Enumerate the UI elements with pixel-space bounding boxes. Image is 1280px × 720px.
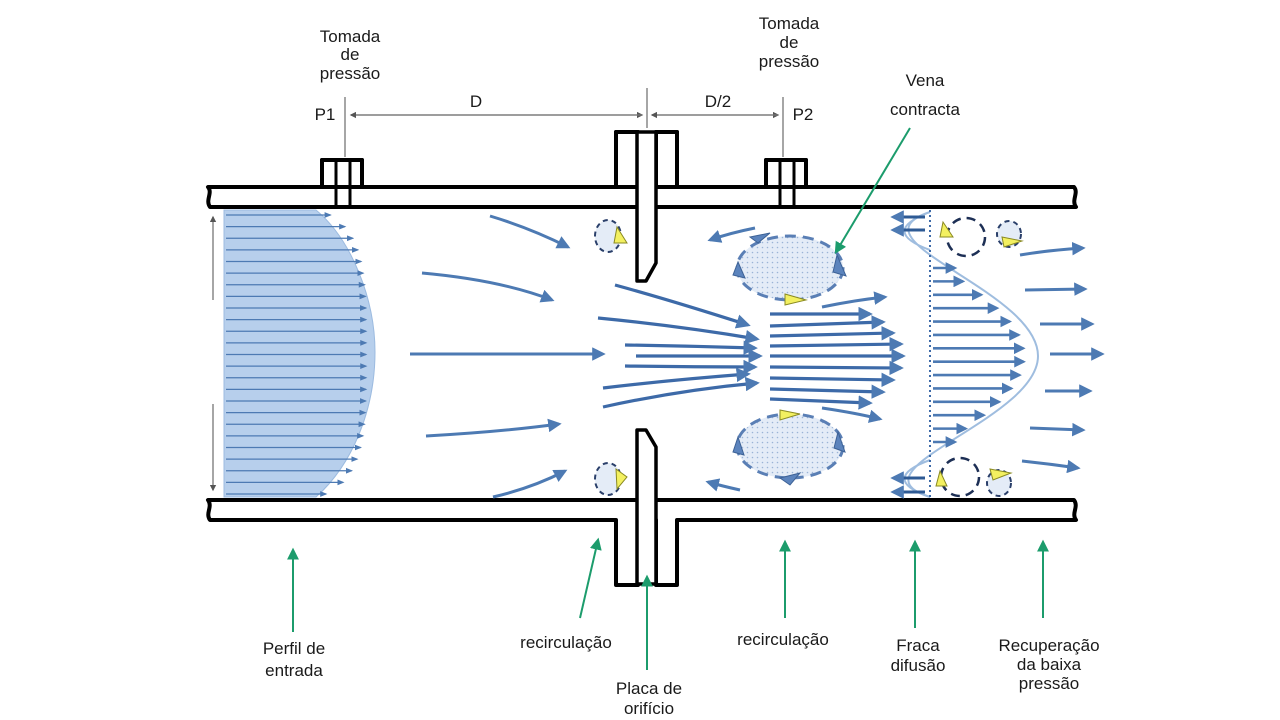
vena-contracta-streamlines xyxy=(769,291,906,423)
svg-text:pressão: pressão xyxy=(1019,674,1079,693)
recirculation-eddies-left xyxy=(594,219,628,496)
downstream-eddies xyxy=(935,216,1024,498)
label-dim-d: D xyxy=(470,92,482,111)
svg-text:difusão: difusão xyxy=(891,656,946,675)
label-tap-right: Tomada de pressão xyxy=(759,14,820,71)
converging-streamlines xyxy=(597,283,763,409)
dimension-d2 xyxy=(650,97,784,157)
svg-text:Tomada: Tomada xyxy=(759,14,820,33)
svg-text:orifício: orifício xyxy=(624,699,674,718)
pipe-upper-wall xyxy=(206,130,1078,209)
label-recirc-right: recirculação xyxy=(737,630,829,649)
label-inlet-profile: Perfil de entrada xyxy=(263,639,325,680)
svg-text:entrada: entrada xyxy=(265,661,323,680)
svg-text:contracta: contracta xyxy=(890,100,960,119)
dimension-d xyxy=(344,88,648,157)
label-dim-d2: D/2 xyxy=(705,92,731,111)
orifice-plate xyxy=(635,130,658,586)
svg-text:de: de xyxy=(341,45,360,64)
svg-text:pressão: pressão xyxy=(320,64,380,83)
weak-diffusion-profile xyxy=(890,210,1040,499)
recovery-streamlines xyxy=(1019,241,1105,474)
svg-text:de: de xyxy=(780,33,799,52)
label-p1: P1 xyxy=(315,105,336,124)
label-tap-left: Tomada de pressão xyxy=(320,27,381,83)
svg-text:Placa de: Placa de xyxy=(616,679,682,698)
recirculation-eddies-right xyxy=(732,232,847,486)
svg-text:da baixa: da baixa xyxy=(1017,655,1082,674)
svg-text:Vena: Vena xyxy=(906,71,945,90)
backflow-arrows xyxy=(705,226,756,492)
callout-lines xyxy=(287,127,1049,670)
label-vena-contracta: Vena contracta xyxy=(890,71,960,119)
label-p2: P2 xyxy=(793,105,814,124)
label-weak-diffusion: Fraca difusão xyxy=(891,636,946,675)
label-orifice-plate: Placa de orifício xyxy=(616,679,682,718)
inlet-velocity-profile xyxy=(209,209,376,498)
svg-text:Fraca: Fraca xyxy=(896,636,940,655)
svg-text:Tomada: Tomada xyxy=(320,27,381,46)
svg-text:pressão: pressão xyxy=(759,52,819,71)
label-low-pressure-recovery: Recuperação da baixa pressão xyxy=(998,636,1099,693)
label-recirc-left: recirculação xyxy=(520,633,612,652)
svg-text:Perfil de: Perfil de xyxy=(263,639,325,658)
upstream-streamlines xyxy=(410,214,606,499)
svg-text:Recuperação: Recuperação xyxy=(998,636,1099,655)
